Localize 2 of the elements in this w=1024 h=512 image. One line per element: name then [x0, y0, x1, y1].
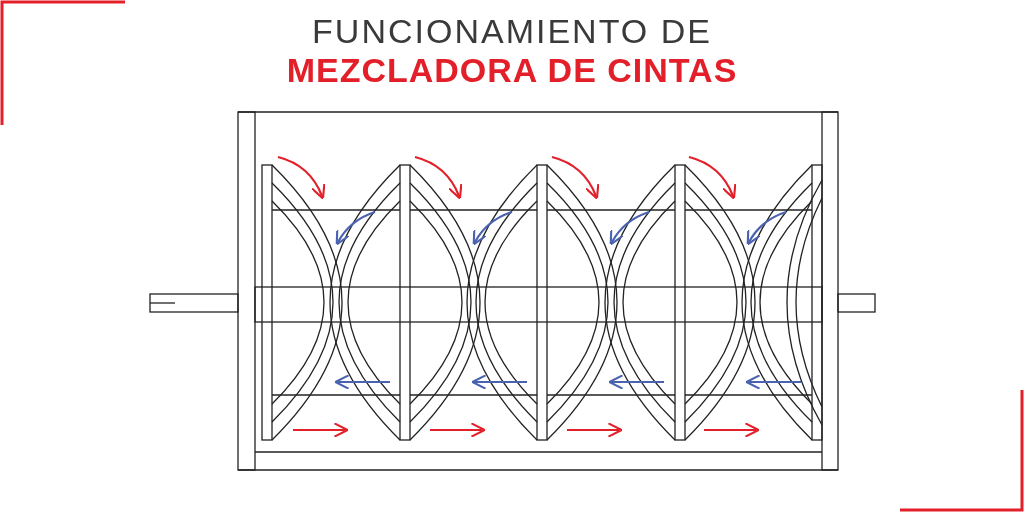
- title: FUNCIONAMIENTO DE: [312, 12, 712, 51]
- subtitle: MEZCLADORA DE CINTAS: [286, 51, 738, 90]
